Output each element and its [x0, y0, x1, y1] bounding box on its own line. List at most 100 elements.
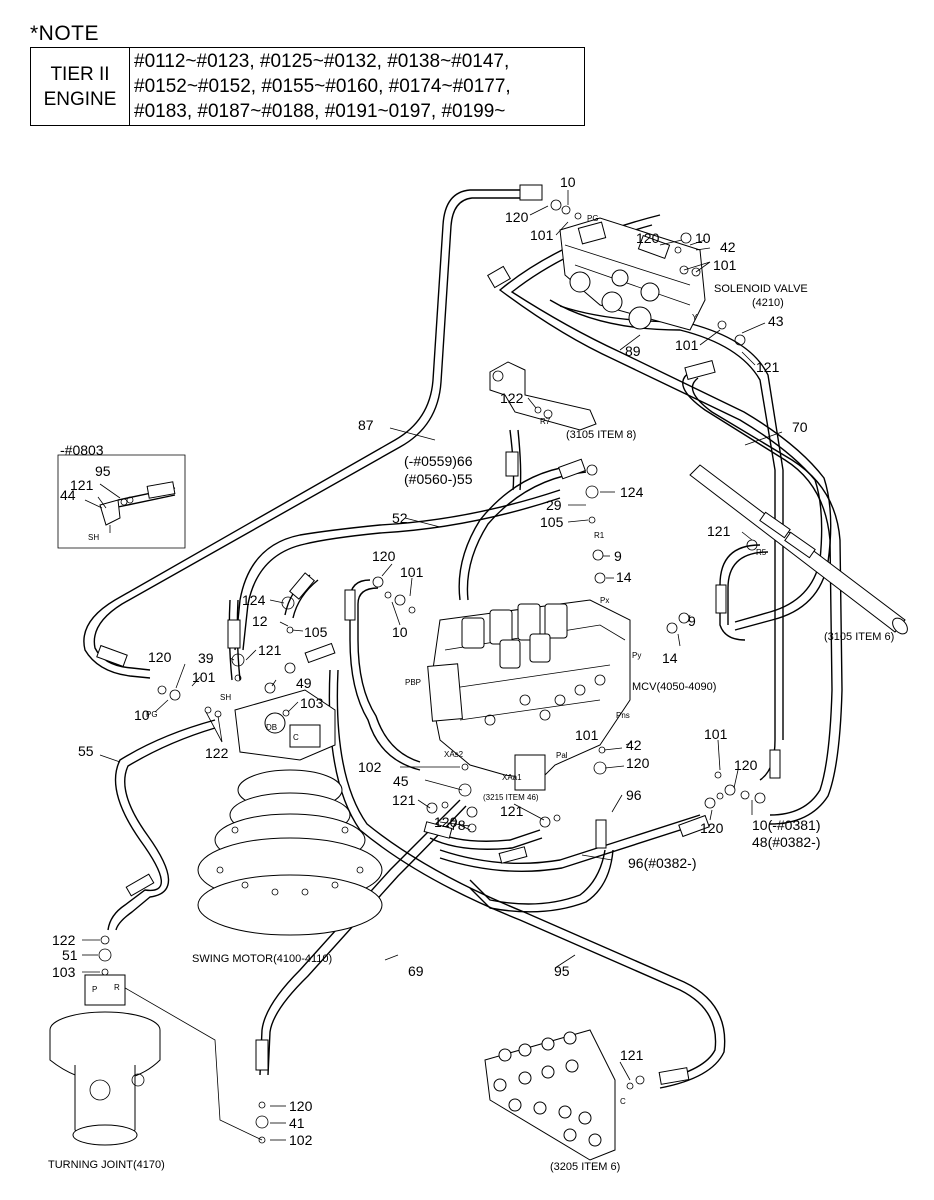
serial-number-cell: #0112~#0123, #0125~#0132, #0138~#0147, #…: [129, 47, 585, 126]
port-pal: Pal: [556, 751, 568, 760]
solenoid-valve-code: (4210): [752, 297, 784, 309]
callout-14-lower: 14: [662, 650, 678, 666]
hose-87: [83, 189, 520, 679]
callout-120-bottom: 120: [289, 1098, 313, 1114]
callout-121-r5: 121: [707, 523, 731, 539]
inset-box-0803: [57, 454, 186, 549]
hose-55: [107, 719, 216, 931]
callout-12: 12: [252, 613, 268, 629]
callout-101-solenoid: 101: [713, 257, 737, 273]
ref-3205-item6: (3205 ITEM 6): [550, 1161, 620, 1173]
turning-joint: [49, 974, 161, 1146]
mcv-label: MCV(4050-4090): [632, 681, 716, 693]
port-db: DB: [266, 723, 277, 732]
turning-joint-label: TURNING JOINT(4170): [48, 1159, 165, 1171]
port-pbp: PBP: [405, 678, 421, 687]
callout-66: (-#0559)66: [404, 453, 473, 469]
callout-121-mcv-right: 121: [500, 803, 524, 819]
port-sh-motor: SH: [220, 693, 231, 702]
callout-124-left: 124: [242, 592, 266, 608]
callout-42-solenoid: 42: [720, 239, 736, 255]
callout-101-right: 101: [704, 726, 728, 742]
callout-78: 78: [450, 817, 466, 833]
callout-103-turning-joint: 103: [52, 964, 76, 980]
part-callouts: 10 120 101 120 10 42 101 43 101 89 121 8…: [52, 174, 821, 1148]
leader-lines: [82, 190, 783, 1141]
callout-9-lower: 9: [688, 613, 696, 629]
callout-9-upper: 9: [614, 548, 622, 564]
serial-line-1: #0112~#0123, #0125~#0132, #0138~#0147,: [134, 51, 510, 72]
callout-105-right: 105: [540, 514, 564, 530]
inset-serial-label: -#0803: [60, 442, 104, 458]
callout-55-upper: (#0560-)55: [404, 471, 473, 487]
pipe-3105-item6: [689, 464, 908, 635]
port-pg-top: PG: [587, 214, 599, 223]
port-xaa1: XAa1: [502, 773, 522, 782]
tier-label: TIER II: [50, 63, 110, 85]
solenoid-valve-label: SOLENOID VALVE: [714, 283, 808, 295]
callout-44-inset: 44: [60, 487, 76, 503]
callout-121-inset: 121: [70, 477, 94, 493]
callout-55-lower: 55: [78, 743, 94, 759]
port-c-swing: C: [293, 733, 299, 742]
serial-line-2: #0152~#0152, #0155~#0160, #0174~#0177,: [134, 76, 511, 97]
callout-89: 89: [625, 343, 641, 359]
callout-103-swing: 103: [300, 695, 324, 711]
tier-ii-engine-cell: TIER II ENGINE: [30, 47, 130, 126]
port-labels: PG PG R7 R1 R5 Px Py Pns Pal PBP XAs2 XA…: [88, 214, 767, 1106]
callout-120-mid: 120: [372, 548, 396, 564]
callout-10-left: 10: [134, 707, 150, 723]
callout-120-mcv: 120: [626, 755, 650, 771]
callout-122-top: 122: [500, 390, 524, 406]
callout-102-bottom: 102: [289, 1132, 313, 1148]
main-control-valve: [427, 599, 631, 791]
callout-101-top: 101: [530, 227, 554, 243]
port-py: Py: [632, 651, 641, 660]
callout-10-range: 10(-#0381): [752, 817, 821, 833]
component-labels: SOLENOID VALVE (4210) MCV(4050-4090) SWI…: [48, 283, 894, 1173]
callout-45: 45: [393, 773, 409, 789]
port-sh-inset: SH: [88, 533, 99, 542]
callout-120-solenoid: 120: [636, 230, 660, 246]
port-pg-left: PG: [146, 710, 158, 719]
callout-41: 41: [289, 1115, 305, 1131]
hose-52: [234, 489, 561, 651]
callout-39: 39: [198, 650, 214, 666]
callout-10-mid: 10: [392, 624, 408, 640]
port-px: Px: [600, 596, 609, 605]
swing-motor: [197, 689, 383, 936]
engine-label: ENGINE: [43, 88, 117, 110]
callout-120-top: 120: [505, 209, 529, 225]
pipe-3105-item8: [489, 361, 597, 431]
callout-101-mid: 101: [400, 564, 424, 580]
callout-102: 102: [358, 759, 382, 775]
callout-96: 96: [626, 787, 642, 803]
callout-48-range: 48(#0382-): [752, 834, 821, 850]
callout-43: 43: [768, 313, 784, 329]
note-title: *NOTE: [30, 22, 100, 45]
port-r7: R7: [540, 417, 551, 426]
callout-96-range: 96(#0382-): [628, 855, 697, 871]
tier-ii-engine-note-table: TIER II ENGINE #0112~#0123, #0125~#0132,…: [30, 47, 585, 126]
callout-95-inset: 95: [95, 463, 111, 479]
ref-3105-item6: (3105 ITEM 6): [824, 631, 894, 643]
callout-29: 29: [546, 497, 562, 513]
callout-70: 70: [792, 419, 808, 435]
callout-95-lower: 95: [554, 963, 570, 979]
port-p-turning-joint: P: [92, 985, 97, 994]
callout-121-block: 121: [620, 1047, 644, 1063]
callout-87: 87: [358, 417, 374, 433]
callout-14-upper: 14: [616, 569, 632, 585]
callout-101-solenoid-lower: 101: [675, 337, 699, 353]
callout-120-mcv-low: 120: [434, 814, 458, 830]
callout-120-right-b: 120: [700, 820, 724, 836]
port-y-solenoid: Y: [692, 313, 698, 322]
callout-121-left: 121: [258, 642, 282, 658]
callout-10-top: 10: [560, 174, 576, 190]
port-r5: R5: [756, 548, 767, 557]
port-c-block: C: [620, 1097, 626, 1106]
callout-69: 69: [408, 963, 424, 979]
swing-motor-label: SWING MOTOR(4100-4110): [192, 953, 332, 965]
callout-49: 49: [296, 675, 312, 691]
